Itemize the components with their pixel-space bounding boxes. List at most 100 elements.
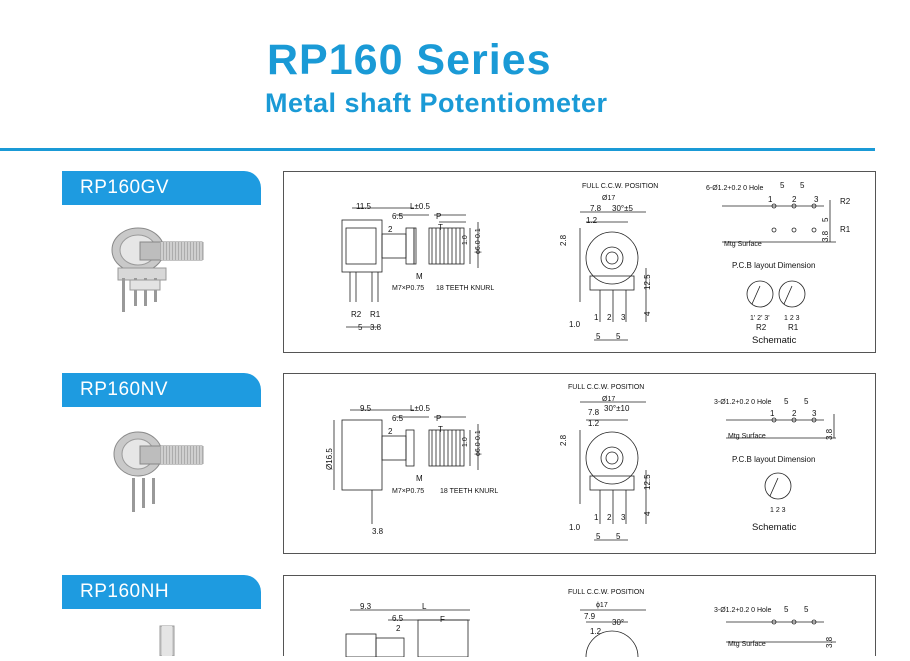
drawing-label-sections-1-front-d12: 1.2 (588, 419, 600, 428)
drawing-label-sections-1-pcb-s5a: 5 (784, 397, 789, 406)
product-photo-rp160nh (100, 620, 220, 657)
drawing-label-sections-1-side-dia: ϕ6.0-0.1 (475, 430, 482, 456)
drawing-label-sections-1-front-b3: 3 (621, 513, 626, 522)
product-photo-rp160nv (100, 420, 220, 530)
drawing-label-sections-1-side-l: L±0.5 (410, 404, 431, 413)
drawing-label-sections-1-pcb-sch2: 1 2 3 (770, 507, 786, 514)
product-photo-rp160gv (100, 218, 220, 328)
page-title: RP160 Series (267, 36, 552, 84)
drawing-label-sections-0-side-v1: 1.0 (462, 235, 469, 245)
drawing-label-sections-1-pcb-mtg: Mtg Surface (728, 433, 766, 440)
drawing-label-sections-0-pcb-n2: 2 (792, 195, 797, 204)
drawing-label-sections-2-side-d2: 6.5 (392, 614, 404, 623)
drawing-label-sections-0-pcb-sch_r1: R1 (788, 323, 799, 332)
drawing-label-sections-1-front-full: FULL C.C.W. POSITION (568, 384, 644, 391)
drawing-label-sections-2-side-l: L (422, 602, 427, 611)
drawing-label-sections-2-front-d79: 7.9 (584, 612, 596, 621)
drawing-label-sections-0-pcb-schematic: Schematic (752, 335, 797, 346)
drawing-label-sections-0-pcb-sch2: 1 2 3 (784, 315, 800, 322)
drawing-label-sections-1-pcb-schematic: Schematic (752, 522, 797, 533)
drawing-label-sections-0-front-d28: 2.8 (559, 234, 568, 246)
drawing-label-sections-0-side-m: M (416, 272, 423, 281)
drawing-label-sections-1-front-ang: 30°±10 (604, 404, 630, 413)
drawing-label-sections-0-pcb-r1: R1 (840, 225, 851, 234)
drawing-label-sections-1-front-d10: 1.0 (569, 523, 581, 532)
drawing-label-sections-0-side-knurl: 18 TEETH KNURL (436, 285, 494, 292)
drawing-label-sections-1-side-knurl: 18 TEETH KNURL (440, 488, 498, 495)
drawing-label-sections-2-pcb-v38: 3.8 (825, 636, 834, 648)
drawing-label-sections-0-pcb-mtg: Mtg Surface (724, 241, 762, 248)
drawing-label-sections-1-front-b5a: 5 (596, 532, 601, 541)
drawing-label-sections-2-side-two: 2 (396, 624, 401, 633)
section-tab-rp160gv: RP160GV (62, 171, 261, 205)
drawing-label-sections-0-pcb-sch1: 1' 2' 3' (750, 315, 770, 322)
drawing-label-sections-1-side-v1: 1.0 (462, 437, 469, 447)
drawing-label-sections-0-pcb-v5: 5 (821, 217, 830, 222)
drawing-label-sections-0-front-ang: 30°±5 (612, 204, 633, 213)
drawing-label-sections-1-side-t: T (438, 425, 443, 434)
drawing-label-sections-0-front-b5b: 5 (616, 332, 621, 341)
drawing-label-sections-1-front-b5b: 5 (616, 532, 621, 541)
drawing-label-sections-1-side-m: M (416, 474, 423, 483)
drawing-label-sections-0-side-d2: 6.5 (392, 212, 404, 221)
drawing-label-sections-2-side-d1: 9.3 (360, 602, 372, 611)
drawing-label-sections-1-pcb-v38: 3.8 (825, 428, 834, 440)
drawing-label-sections-1-front-d125: 12.5 (643, 474, 652, 490)
drawing-label-sections-1-front-b1: 1 (594, 513, 599, 522)
drawing-label-sections-1-front-d78: 7.8 (588, 408, 600, 417)
drawing-label-sections-0-pcb-v38: 3.8 (821, 230, 830, 242)
drawing-label-sections-1-pcb-n3: 3 (812, 409, 817, 418)
drawing-label-sections-0-pcb-s5b: 5 (800, 181, 805, 190)
drawing-label-sections-0-pcb-n3: 3 (814, 195, 819, 204)
drawing-label-sections-1-front-d17: Ø17 (602, 396, 615, 403)
drawing-label-sections-1-side-two: 2 (388, 427, 393, 436)
drawing-label-sections-1-side-p: P (436, 414, 441, 423)
drawing-label-sections-1-front-d28: 2.8 (559, 434, 568, 446)
drawing-label-sections-1-front-b2: 2 (607, 513, 612, 522)
drawing-label-sections-0-front-d10: 1.0 (569, 320, 581, 329)
drawing-panel-rp160nh: 9.3 L 6.5 2 F FULL C.C.W. POSITION ϕ17 7… (283, 575, 876, 657)
drawing-label-sections-1-side-d1: 9.5 (360, 404, 372, 413)
drawing-label-sections-0-side-dia: ϕ6.0-0.1 (475, 228, 482, 254)
drawing-label-sections-2-front-d12: 1.2 (590, 627, 602, 636)
drawing-label-sections-2-pcb-hole: 3-Ø1.2+0.2 0 Hole (714, 607, 772, 614)
drawing-label-sections-0-front-full: FULL C.C.W. POSITION (582, 183, 658, 190)
drawing-label-sections-1-front-d4: 4 (643, 511, 652, 516)
drawing-label-sections-1-pcb-n1: 1 (770, 409, 775, 418)
drawing-panel-rp160gv: 11.5 L±0.5 6.5 P T 2 1.0 ϕ6.0-0.1 M M7×P… (283, 171, 876, 353)
drawing-label-sections-1-side-m7: M7×P0.75 (392, 488, 424, 495)
drawing-label-sections-0-side-r1: R1 (370, 310, 381, 319)
drawing-label-sections-0-side-r2: R2 (351, 310, 362, 319)
drawing-label-sections-0-side-p: P (436, 212, 441, 221)
drawing-label-sections-0-pcb-r2: R2 (840, 197, 851, 206)
drawing-label-sections-0-front-b5a: 5 (596, 332, 601, 341)
drawing-label-sections-0-pcb-s5a: 5 (780, 181, 785, 190)
drawing-label-sections-2-pcb-s5b: 5 (804, 605, 809, 614)
drawing-label-sections-2-front-d17: ϕ17 (596, 602, 608, 609)
drawing-label-sections-0-pcb-sch_r2: R2 (756, 323, 767, 332)
drawing-label-sections-2-front-full: FULL C.C.W. POSITION (568, 589, 644, 596)
drawing-label-sections-0-side-b5: 5 (358, 323, 363, 332)
drawing-label-sections-0-pcb-hole: 6-Ø1.2+0.2 0 Hole (706, 185, 764, 192)
drawing-label-sections-0-front-d12: 1.2 (586, 216, 598, 225)
drawing-label-sections-0-pcb-n1: 1 (768, 195, 773, 204)
drawing-label-sections-1-pcb-hole: 3-Ø1.2+0.2 0 Hole (714, 399, 772, 406)
drawing-label-sections-0-side-b38: 3.8 (370, 323, 382, 332)
drawing-label-sections-0-side-m7: M7×P0.75 (392, 285, 424, 292)
drawing-label-sections-0-side-two: 2 (388, 225, 393, 234)
drawing-label-sections-1-pcb-layout: P.C.B layout Dimension (732, 455, 815, 464)
drawing-label-sections-0-front-b1: 1 (594, 313, 599, 322)
drawing-label-sections-2-front-ang: 30° (612, 618, 624, 627)
header-divider (0, 148, 875, 151)
drawing-label-sections-2-pcb-s5a: 5 (784, 605, 789, 614)
drawing-label-sections-2-side-f: F (440, 615, 445, 624)
drawing-label-sections-1-side-b38: 3.8 (372, 527, 384, 536)
drawing-label-sections-1-side-d2: 6.5 (392, 414, 404, 423)
drawing-label-sections-1-pcb-n2: 2 (792, 409, 797, 418)
section-tab-rp160nh: RP160NH (62, 575, 261, 609)
drawing-label-sections-2-pcb-mtg: Mtg Surface (728, 641, 766, 648)
drawing-label-sections-1-side-dia_body: Ø16.5 (325, 448, 334, 470)
drawing-panel-rp160nv: 9.5 L±0.5 6.5 P T 2 1.0 ϕ6.0-0.1 M M7×P0… (283, 373, 876, 554)
drawing-label-sections-0-side-t: T (438, 223, 443, 232)
page-subtitle: Metal shaft Potentiometer (265, 88, 608, 118)
